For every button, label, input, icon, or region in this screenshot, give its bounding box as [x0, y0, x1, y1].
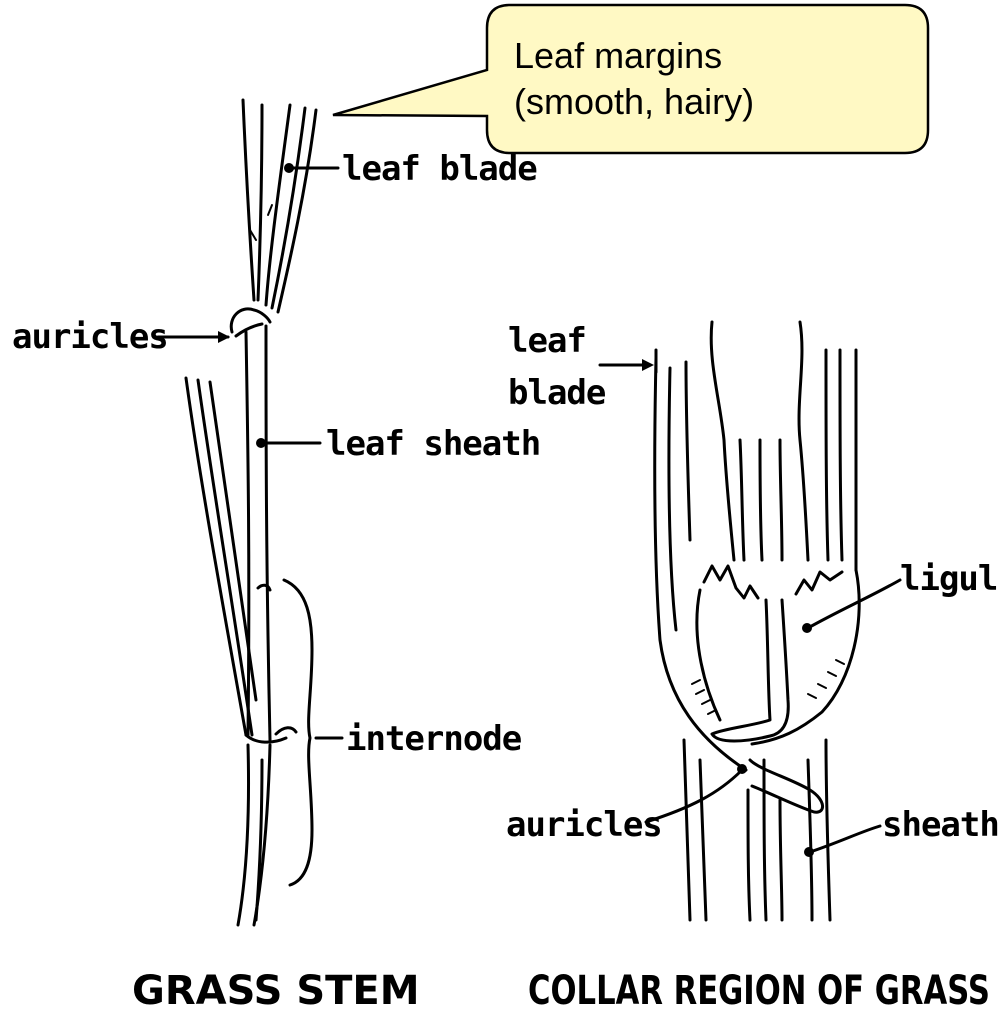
label-sheath: sheath: [882, 805, 998, 845]
label-auricles-stem: auricles: [12, 317, 168, 357]
label-auricles-collar: auricles: [506, 805, 662, 845]
label-leaf: leaf: [508, 321, 586, 361]
caption-grass-stem: GRASS STEM: [132, 968, 420, 1014]
label-ligule: ligule: [900, 559, 998, 599]
caption-collar-region: COLLAR REGION OF GRASS: [528, 968, 990, 1014]
callout-bubble: [333, 5, 928, 153]
grass-stem-drawing: [186, 100, 316, 925]
label-blade: blade: [508, 373, 606, 413]
label-leaf-blade: leaf blade: [342, 149, 537, 189]
callout-line-1: Leaf margins: [514, 35, 722, 76]
leaf-margins-callout: Leaf margins (smooth, hairy): [333, 5, 928, 153]
collar-region-drawing: [655, 322, 859, 920]
label-internode: internode: [346, 719, 522, 759]
callout-line-2: (smooth, hairy): [514, 81, 754, 122]
label-leaf-sheath: leaf sheath: [326, 424, 540, 464]
